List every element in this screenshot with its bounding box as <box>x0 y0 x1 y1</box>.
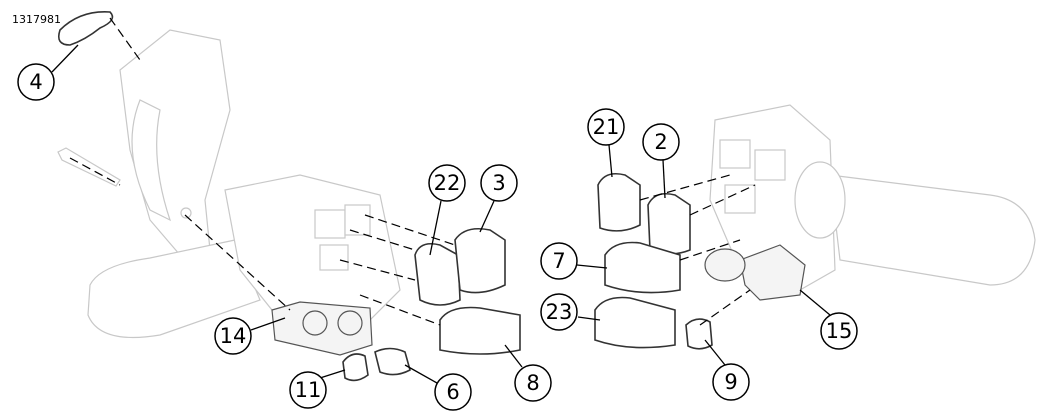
callout-4: 4 <box>17 63 55 101</box>
svg-text:8: 8 <box>526 371 539 395</box>
callout-6: 6 <box>434 373 472 411</box>
svg-text:2: 2 <box>654 130 667 154</box>
callout-8: 8 <box>514 364 552 402</box>
callout-7: 7 <box>540 242 578 280</box>
callout-23: 23 <box>540 293 578 331</box>
svg-text:9: 9 <box>724 370 737 394</box>
switch-cap-2 <box>647 192 691 255</box>
left-grip <box>87 239 261 339</box>
switch-cap-23 <box>594 296 676 349</box>
callout-9: 9 <box>712 363 750 401</box>
svg-text:21: 21 <box>593 115 620 139</box>
svg-text:11: 11 <box>295 378 322 402</box>
switch-cap-7 <box>604 241 681 294</box>
switch-cap-4 <box>57 11 114 46</box>
svg-text:3: 3 <box>492 171 505 195</box>
switch-cap-8 <box>439 306 521 355</box>
switch-cap-11 <box>342 353 369 382</box>
right-switch-block <box>709 104 836 291</box>
leader-lines <box>51 17 831 384</box>
switch-cap-3 <box>454 227 506 294</box>
right-grip <box>794 161 1036 286</box>
callout-14: 14 <box>214 317 252 355</box>
left-screw <box>57 147 121 187</box>
svg-text:14: 14 <box>220 324 247 348</box>
callout-11: 11 <box>289 371 327 409</box>
svg-text:6: 6 <box>446 380 459 404</box>
svg-text:22: 22 <box>434 171 461 195</box>
switch-14 <box>271 301 373 356</box>
switch-cap-21 <box>597 172 641 232</box>
callout-3: 3 <box>480 164 518 202</box>
callout-22: 22 <box>428 164 466 202</box>
switch-cap-22 <box>414 242 461 306</box>
svg-text:23: 23 <box>546 300 573 324</box>
left-switch-housing <box>119 29 231 256</box>
figure-number: 1317981 <box>12 13 61 26</box>
callout-21: 21 <box>587 108 625 146</box>
svg-text:4: 4 <box>29 70 42 94</box>
switch-cap-6 <box>374 347 411 376</box>
callout-2: 2 <box>642 123 680 161</box>
svg-text:15: 15 <box>826 319 853 343</box>
switch-15 <box>704 244 806 301</box>
svg-text:7: 7 <box>552 249 565 273</box>
callout-15: 15 <box>820 312 858 350</box>
